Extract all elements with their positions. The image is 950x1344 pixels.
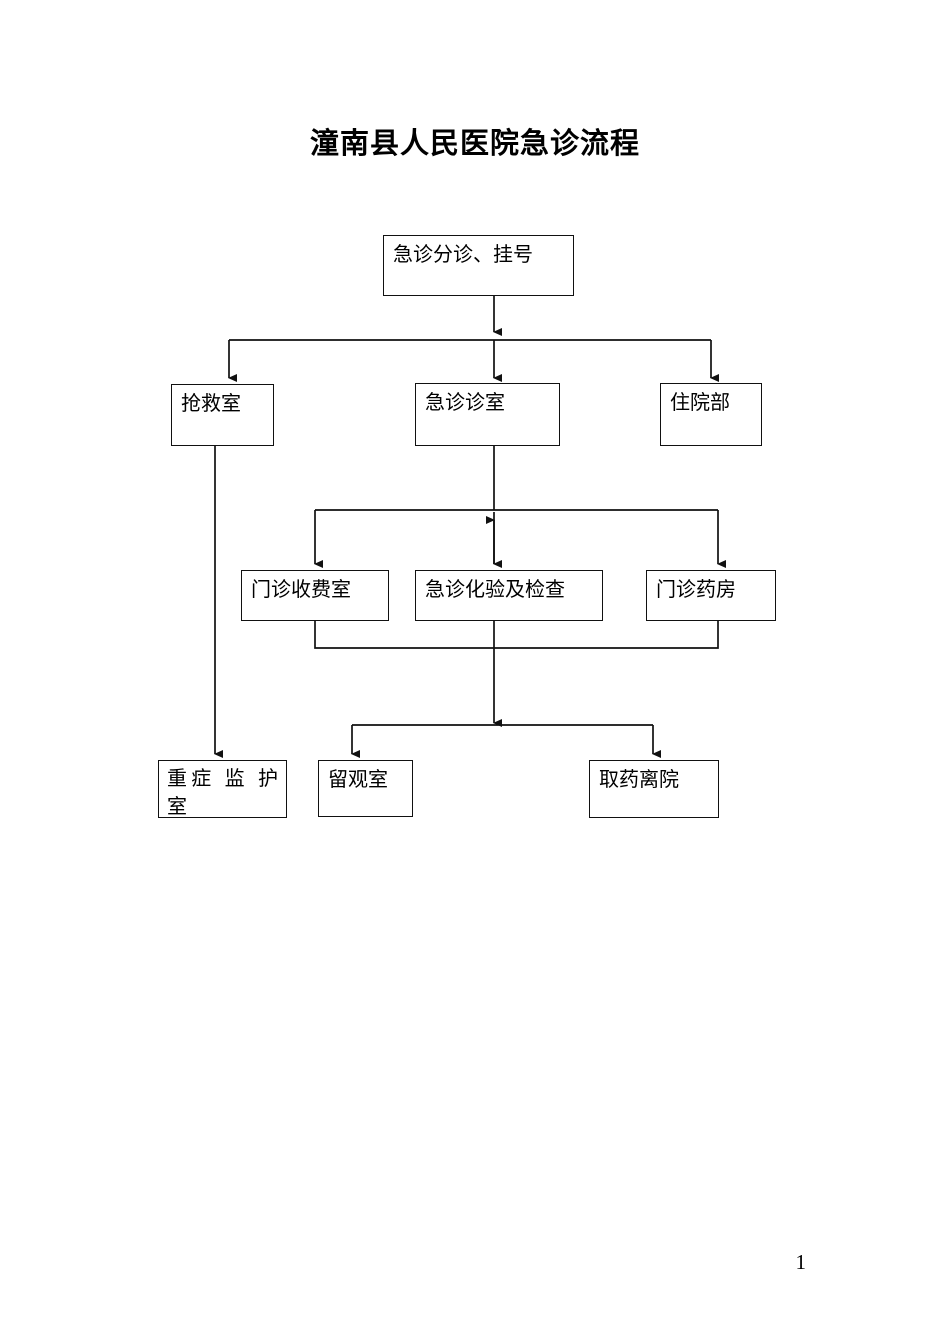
node-rescue-room[interactable]: 抢救室 [171,384,274,446]
node-rescue-room-label: 抢救室 [181,393,241,415]
node-inpatient-label: 住院部 [670,392,730,414]
node-icu-label: 重症 监 护 [167,768,278,790]
node-take-med-leave-label: 取药离院 [599,769,679,791]
node-lab-exam-label: 急诊化验及检查 [425,579,565,601]
node-triage[interactable]: 急诊分诊、挂号 [383,235,574,296]
node-inpatient[interactable]: 住院部 [660,383,762,446]
page-title: 潼南县人民医院急诊流程 [309,128,640,160]
node-triage-label: 急诊分诊、挂号 [393,244,533,266]
node-icu-label-line2: 室 [167,796,187,818]
node-lab-exam[interactable]: 急诊化验及检查 [415,570,603,621]
node-pharmacy[interactable]: 门诊药房 [646,570,776,621]
node-icu[interactable]: 重症 监 护 室 [158,760,287,818]
node-cashier-label: 门诊收费室 [251,579,351,601]
node-pharmacy-label: 门诊药房 [656,579,736,601]
node-emergency-room[interactable]: 急诊诊室 [415,383,560,446]
page-number: 1 [795,1250,807,1274]
node-observation[interactable]: 留观室 [318,760,413,817]
node-cashier[interactable]: 门诊收费室 [241,570,389,621]
node-emergency-room-label: 急诊诊室 [425,392,505,414]
node-observation-label: 留观室 [328,769,388,791]
edge-cashier-return [314,621,494,649]
edge-pharmacy-return [494,621,719,649]
node-take-med-leave[interactable]: 取药离院 [589,760,719,818]
